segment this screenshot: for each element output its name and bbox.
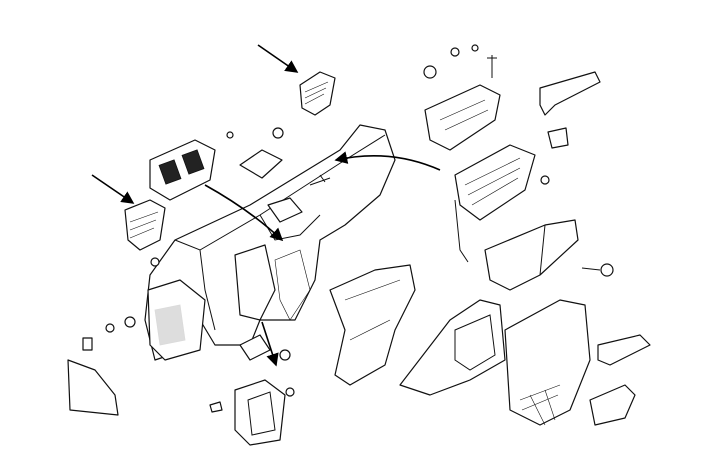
center-vent-assembly (149, 139, 216, 201)
small-fasteners (82, 257, 160, 351)
floor-console (504, 299, 651, 426)
access-cover (239, 149, 283, 179)
screw (226, 131, 234, 139)
console-trim-panel (399, 299, 506, 396)
center-support-bracket (329, 264, 416, 386)
callout-arrows (91, 44, 441, 367)
upper-air-vent-right (299, 71, 336, 116)
lower-bezel (209, 349, 295, 446)
upper-air-vent-left (124, 199, 166, 251)
glove-box (484, 175, 614, 291)
fastener (272, 127, 284, 139)
instrument-panel (144, 124, 396, 361)
right-upper-bracket (423, 44, 601, 151)
right-duct (454, 144, 536, 263)
end-cap (67, 359, 119, 416)
